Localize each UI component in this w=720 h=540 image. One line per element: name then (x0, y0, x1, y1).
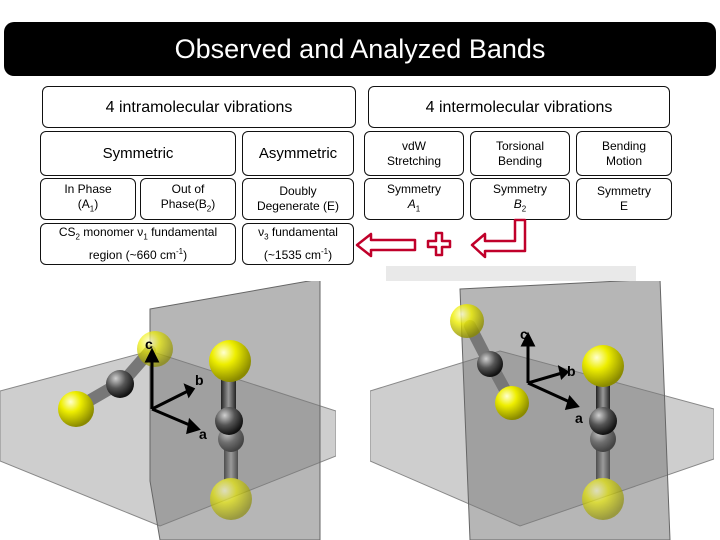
v3-fundamental-box: ν3 fundamental (~1535 cm-1) (242, 223, 354, 265)
v3-close: ) (328, 248, 333, 263)
doubly-line2: Degenerate (E) (256, 199, 340, 213)
doubly-line1: Doubly (279, 184, 317, 198)
left-dimer-figure: c b a (0, 281, 336, 540)
v1-monomer: monomer ν (79, 224, 144, 239)
sym-b2-symbol: B (513, 196, 522, 211)
intermolecular-header-text: 4 intermolecular vibrations (425, 98, 613, 116)
axes (520, 331, 580, 410)
axis-b-label: b (195, 372, 204, 388)
v3-sup: -1 (320, 247, 329, 257)
torsional-line2: Bending (497, 153, 543, 168)
vertical-plane (459, 281, 671, 540)
axis-b-label: b (567, 363, 576, 379)
sym-a1-subscript: 1 (415, 204, 421, 214)
sym-e-symbol: E (619, 199, 628, 213)
slide-title: Observed and Analyzed Bands (4, 22, 716, 76)
upper-molecule (58, 331, 251, 435)
v3-nu-sub: 3 (264, 232, 269, 242)
torsional-line1: Torsional (495, 138, 545, 153)
torsional-bending-box: Torsional Bending (470, 131, 570, 176)
in-phase-label: In Phase (64, 181, 112, 196)
sym-e-label: Symmetry (597, 184, 651, 198)
symmetric-box: Symmetric (40, 131, 236, 176)
v3-nu: ν (258, 224, 265, 239)
out-of-phase-box: Out of Phase(B2) (140, 178, 236, 220)
bending-motion-box: Bending Motion (576, 131, 672, 176)
axes (144, 347, 201, 435)
bending-line1: Bending (601, 138, 647, 153)
connector-arrows (355, 218, 527, 259)
sym-b2-subscript: 2 (521, 204, 527, 214)
asymmetric-box: Asymmetric (242, 131, 354, 176)
out-phase-close: ) (211, 196, 216, 211)
background-slide-fragment (386, 266, 636, 284)
in-phase-subscript: 1 (89, 204, 95, 214)
doubly-degenerate-box: Doubly Degenerate (E) (242, 178, 354, 220)
plus-icon (426, 231, 452, 257)
v1-region: region (~660 cm (88, 248, 176, 263)
sym-a1-label: Symmetry (387, 181, 441, 196)
symmetry-e-box: Symmetry E (576, 178, 672, 220)
left-arrow-icon (355, 232, 417, 258)
vdw-line1: vdW (402, 138, 426, 153)
out-phase-symbol: Phase(B (160, 196, 207, 211)
v1-fundamental: fundamental (147, 224, 218, 239)
intermolecular-header: 4 intermolecular vibrations (368, 86, 670, 128)
v3-fundamental: fundamental (268, 224, 338, 239)
symmetry-a1-box: Symmetry A1 (364, 178, 464, 220)
sym-a1-symbol: A (407, 196, 416, 211)
vdw-stretching-box: vdW Stretching (364, 131, 464, 176)
intramolecular-header-text: 4 intramolecular vibrations (105, 98, 293, 116)
v3-region: (~1535 cm (263, 248, 321, 263)
sym-b2-label: Symmetry (493, 181, 547, 196)
v1-nu-sub: 1 (143, 232, 148, 242)
bending-line2: Motion (605, 153, 642, 168)
v1-sup: -1 (175, 247, 184, 257)
lower-molecule (210, 426, 252, 520)
axis-a-label: a (575, 410, 583, 426)
vdw-line2: Stretching (386, 153, 442, 168)
out-phase-label: Out of (171, 181, 205, 196)
in-phase-symbol: (A (77, 196, 90, 211)
out-phase-subscript: 2 (206, 204, 212, 214)
axis-a-label: a (199, 426, 207, 442)
right-dimer-figure: c b a (370, 281, 714, 540)
v1-fundamental-box: CS2 monomer ν1 fundamental region (~660 … (40, 223, 236, 265)
v1-cs: CS (58, 224, 76, 239)
axis-c-label: c (520, 326, 528, 342)
v1-cs-sub: 2 (75, 232, 80, 242)
symmetric-text: Symmetric (102, 145, 174, 162)
elbow-arrow-icon (470, 218, 527, 259)
left-dimer-panel: c b a (0, 281, 336, 540)
right-dimer-panel: c b a (370, 281, 714, 540)
intramolecular-header: 4 intramolecular vibrations (42, 86, 356, 128)
in-phase-close: ) (94, 196, 99, 211)
in-phase-box: In Phase (A1) (40, 178, 136, 220)
upper-molecule (450, 304, 624, 435)
v1-close: ) (183, 248, 188, 263)
axis-c-label: c (145, 336, 153, 352)
asymmetric-text: Asymmetric (258, 145, 338, 162)
